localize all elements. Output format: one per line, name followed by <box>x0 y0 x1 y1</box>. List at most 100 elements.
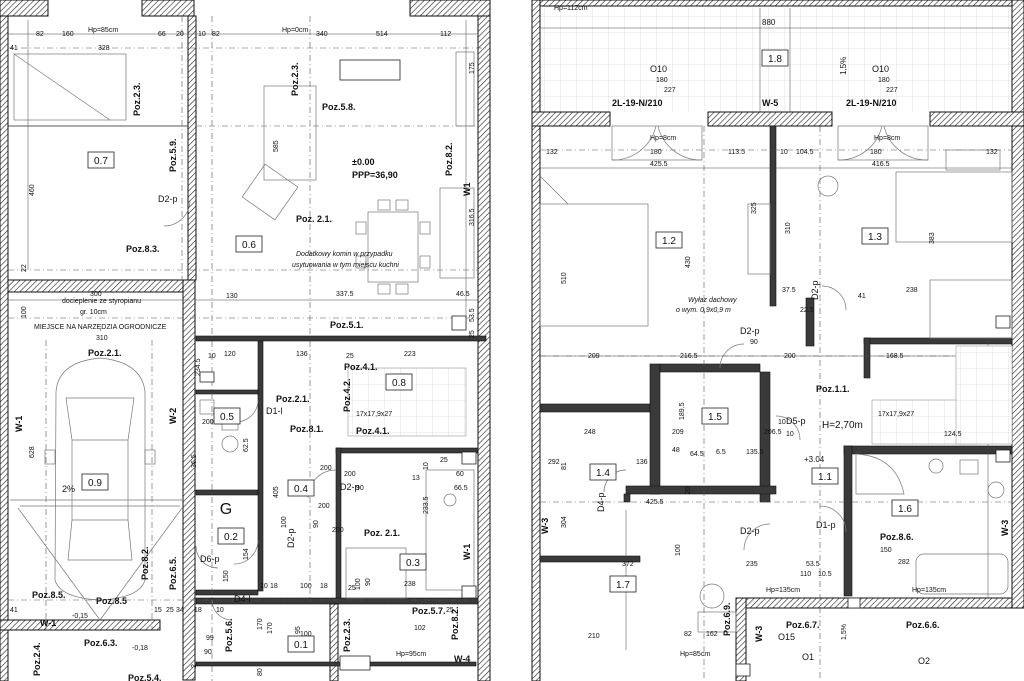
door-tag: D1-l <box>266 406 283 416</box>
dimension-label: 25 <box>346 353 354 360</box>
hp-label: Hp=95cm <box>396 651 426 658</box>
room-box-0.3 <box>399 553 427 571</box>
dimension-label: 170 <box>267 622 274 634</box>
wall <box>769 125 777 307</box>
outer-wall-top <box>707 111 833 127</box>
p-box <box>995 449 1011 463</box>
wall-bath-left <box>335 447 342 601</box>
chair <box>419 221 431 235</box>
hp-label: Hp=135cm <box>912 587 946 594</box>
dimension-label: 300 <box>90 291 102 298</box>
wall <box>863 337 1013 345</box>
window-tag: O10 <box>872 64 889 74</box>
door-swing <box>819 505 847 533</box>
dimension-label: 135.5 <box>746 449 764 456</box>
wall-bath-top <box>335 447 479 454</box>
outer-wall-top <box>929 111 1024 127</box>
chair <box>377 199 391 211</box>
dimension-label: 130 <box>226 293 238 300</box>
stairs-upper <box>955 345 1013 445</box>
dimension-label: 34 <box>176 607 184 614</box>
wall-tag: W-1 <box>462 544 472 560</box>
terrace-wall <box>531 0 541 113</box>
dimension-label: 36.5 <box>191 454 198 468</box>
hp-label: Hp=8cm <box>874 135 900 142</box>
wall-tag: W-4 <box>454 654 470 664</box>
position-tag: Poz.8.5. <box>32 590 66 600</box>
dimension-label: 37.5 <box>782 287 796 294</box>
ground-floor-plan: 0.7 0.6 0.9 0.5 0.4 0.8 0.2 0.3 0.1 G Hp… <box>0 0 491 681</box>
dimension-label: 10 <box>780 149 788 156</box>
wall-tag: W-3 <box>540 518 550 534</box>
dimension-label: 25 <box>469 330 476 338</box>
dimension-label: 209 <box>588 353 600 360</box>
room-number: 0.7 <box>94 156 108 167</box>
sink <box>199 399 215 415</box>
room-box-1.7 <box>609 575 637 593</box>
room-number: 0.5 <box>220 412 234 423</box>
car-outline <box>44 357 156 601</box>
room-box-1.4 <box>589 463 617 481</box>
dimension-label: 110 <box>800 571 811 578</box>
dimension-label: 100 <box>300 631 312 638</box>
door-tag: D4-l <box>234 594 251 604</box>
dimension-label: 53.5 <box>469 308 476 322</box>
dimension-label: 6.5 <box>716 449 726 456</box>
terrace-wall <box>1011 0 1024 113</box>
room-box-0.2 <box>217 527 245 545</box>
wall-wc-right <box>257 340 264 592</box>
dimension-label: 328 <box>98 45 110 52</box>
basin <box>928 458 944 474</box>
dimension-label: 25 <box>446 607 454 614</box>
window-size: 227 <box>886 87 898 94</box>
dimension-label: 150 <box>880 547 892 554</box>
position-tag: Poz.8.3. <box>126 244 160 254</box>
door-tag: D2-p <box>340 482 360 492</box>
dimension-label: 13 <box>412 475 420 482</box>
wall-tag: W-1 <box>0 0 16 2</box>
position-tag: Poz.2.1. <box>276 394 310 404</box>
dimension-label: 430 <box>685 256 692 268</box>
hp-label: Hp=135cm <box>766 587 800 594</box>
dimension-label: 90 <box>313 520 320 528</box>
dimension-label: 124.5 <box>944 431 962 438</box>
stairs-label: 17x17,9x27 <box>356 411 392 418</box>
position-tag: Poz.6.9. <box>722 602 732 636</box>
dimension-label: 200 <box>202 419 214 426</box>
position-tag: Poz.8.5 <box>96 596 127 606</box>
note-line: Dodatkowy komin w przypadku <box>296 251 393 258</box>
position-tag: Poz.2.3. <box>342 618 352 652</box>
room-box-0.5 <box>213 407 241 425</box>
dimension-label: 325 <box>751 202 758 214</box>
dimension-label: 104.5 <box>796 149 814 156</box>
room-number: 0.1 <box>294 640 308 651</box>
door-tag: D2-p <box>286 528 296 548</box>
dimension-label: 175 <box>469 62 476 74</box>
dimension-label: 628 <box>29 446 36 458</box>
window-swing <box>611 125 657 161</box>
ppp-label: PPP=36,90 <box>352 170 398 180</box>
shower-tray <box>345 547 407 599</box>
dimension-label: 210 <box>588 633 600 640</box>
outer-wall-left <box>0 0 9 681</box>
outer-wall-bottom <box>735 597 1013 609</box>
note-line: usytuowania w tym miejscu kuchni <box>292 262 399 269</box>
wall <box>539 403 651 413</box>
dimension-label: 238 <box>404 581 416 588</box>
outer-wall-top <box>531 111 611 127</box>
dimension-label: 514 <box>376 31 388 38</box>
chair <box>377 283 391 295</box>
window-size: 180 <box>656 77 668 84</box>
dimension-label: 100 <box>300 583 312 590</box>
dimension-label: 80 <box>257 668 264 676</box>
dimension-label: 41 <box>10 607 18 614</box>
dimension-label: 304 <box>561 516 568 528</box>
position-tag: Poz.6.5. <box>168 556 178 590</box>
dimension-label: 200 <box>332 527 344 534</box>
dimension-label: 66 <box>158 31 166 38</box>
outer-wall-left <box>531 125 541 681</box>
outer-wall-top-c <box>409 0 491 17</box>
